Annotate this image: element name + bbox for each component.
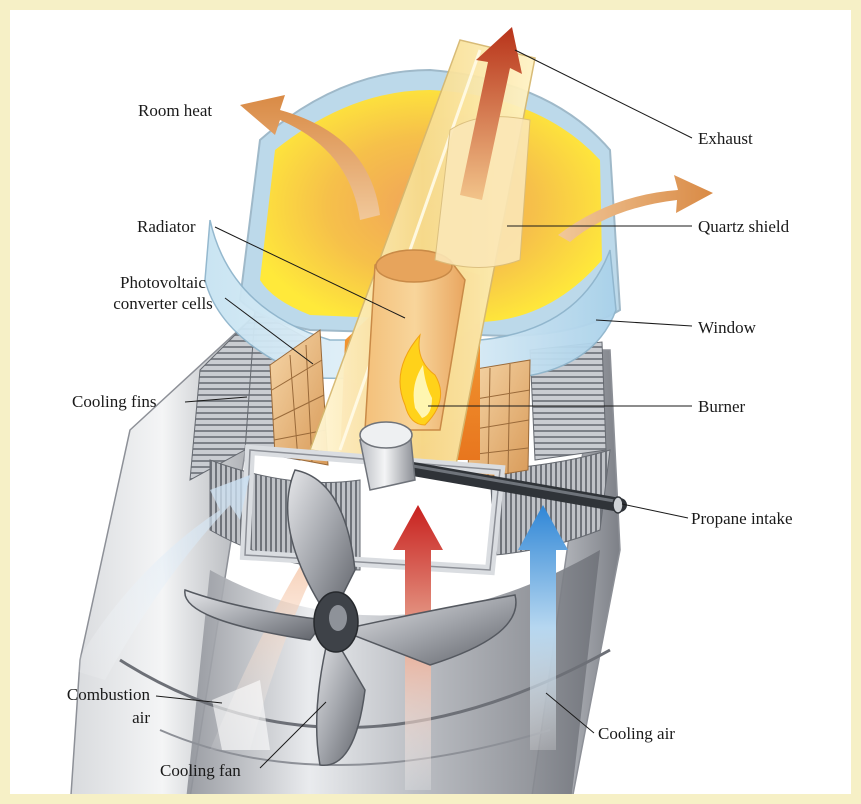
label-propane-intake: Propane intake [691, 508, 793, 529]
label-quartz-shield: Quartz shield [698, 216, 789, 237]
label-photovoltaic-line2: converter cells [88, 293, 238, 314]
label-photovoltaic-line1: Photovoltaic [88, 272, 238, 293]
label-window: Window [698, 317, 756, 338]
label-cooling-air: Cooling air [598, 723, 675, 744]
label-combustion-air-line2: air [30, 707, 150, 728]
label-room-heat: Room heat [138, 100, 212, 121]
burner-nozzle [360, 422, 415, 490]
label-combustion-air-line1: Combustion [30, 684, 150, 705]
label-cooling-fins: Cooling fins [72, 391, 157, 412]
diagram-panel: Room heat Exhaust Radiator Quartz shield… [10, 10, 851, 794]
label-burner: Burner [698, 396, 745, 417]
label-radiator: Radiator [137, 216, 196, 237]
label-exhaust: Exhaust [698, 128, 753, 149]
label-cooling-fan: Cooling fan [160, 760, 241, 781]
